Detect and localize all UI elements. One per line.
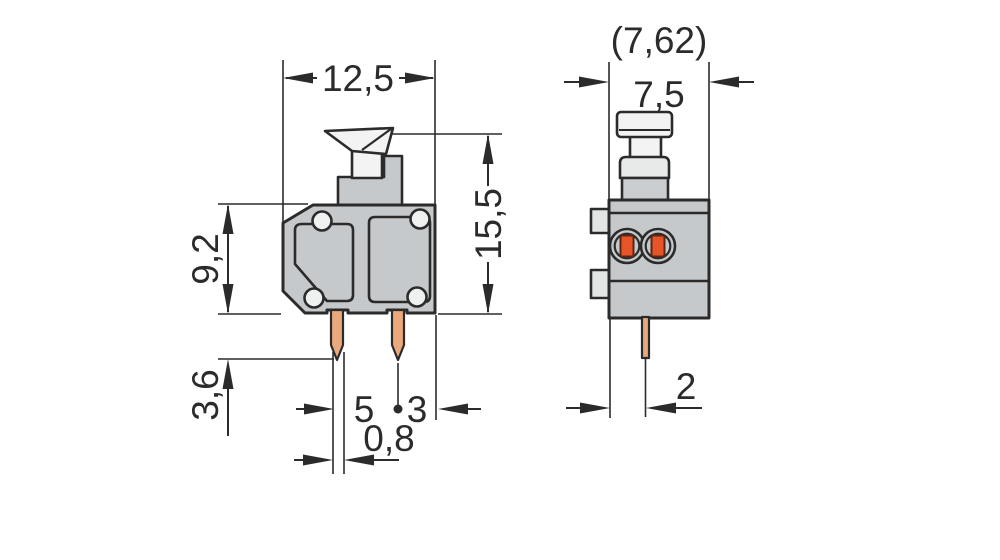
arrowhead-right <box>405 72 435 84</box>
side-view: 12,5 9,2 15,5 <box>185 58 509 474</box>
conductor-entry <box>608 227 677 265</box>
button-collar <box>618 155 671 180</box>
button-carrier-block <box>336 154 404 207</box>
dim-front-width: (7,62) 7,5 <box>564 20 754 200</box>
dimension-point-dot <box>393 404 403 414</box>
hole-bottom-left <box>303 287 325 309</box>
hole-top-left <box>311 210 333 232</box>
dim-label-front-width: 7,5 <box>633 74 684 115</box>
arrowhead-down <box>222 284 234 314</box>
dim-pin-spacing: 5 3 <box>296 315 481 474</box>
push-button-side <box>323 126 404 207</box>
solder-pin-right <box>390 308 406 362</box>
dim-label-body-height: 9,2 <box>185 233 226 284</box>
arrowhead-up <box>482 134 494 164</box>
arrowhead-left <box>438 403 468 415</box>
hole-top-right <box>409 208 431 230</box>
dim-side-overall-height: 15,5 <box>390 133 509 315</box>
arrowhead-left <box>646 402 676 414</box>
button-base <box>620 176 670 203</box>
button-cap <box>615 110 674 139</box>
dim-side-width: 12,5 <box>282 58 436 224</box>
dim-label-pin-length: 3,6 <box>185 369 226 420</box>
hole-bottom-right <box>406 286 428 308</box>
dim-pin-width: 0,8 <box>294 418 415 466</box>
dim-label-overall-height: 15,5 <box>468 188 509 260</box>
arrowhead-right <box>304 403 334 415</box>
dim-pin-length: 3,6 <box>185 358 334 436</box>
arrowhead-down <box>482 284 494 314</box>
arrowhead-right <box>303 454 333 466</box>
front-view: (7,62) 7,5 <box>564 20 754 418</box>
left-panel-outline <box>293 222 355 303</box>
arrowhead-left <box>709 76 739 88</box>
arrowhead-right <box>580 402 610 414</box>
dim-label-pin-edge: 3 <box>407 389 428 430</box>
mounting-tab-lower <box>589 268 611 300</box>
dim-label-pitch-ref: (7,62) <box>611 20 708 61</box>
dim-label-pin-width: 0,8 <box>363 418 414 459</box>
dim-label-width: 12,5 <box>322 58 394 99</box>
dim-label-pin-spacing: 5 <box>354 389 375 430</box>
push-button-front <box>615 110 674 203</box>
arrowhead-up <box>222 359 234 389</box>
solder-pin-front <box>640 315 651 360</box>
arrowhead-left <box>283 72 313 84</box>
contact-left <box>619 234 635 258</box>
dim-label-pin-offset: 2 <box>676 366 697 407</box>
arrowhead-right <box>579 76 609 88</box>
dim-pin-offset: 2 <box>566 318 702 418</box>
dim-side-body-height: 9,2 <box>185 203 308 315</box>
arrowhead-left <box>344 454 374 466</box>
contact-right <box>650 234 666 258</box>
solder-pin-left <box>329 308 345 362</box>
button-cap <box>323 126 395 156</box>
mounting-tab-upper <box>589 207 611 235</box>
arrowhead-up <box>222 204 234 234</box>
button-cap-facet-line <box>361 128 392 151</box>
